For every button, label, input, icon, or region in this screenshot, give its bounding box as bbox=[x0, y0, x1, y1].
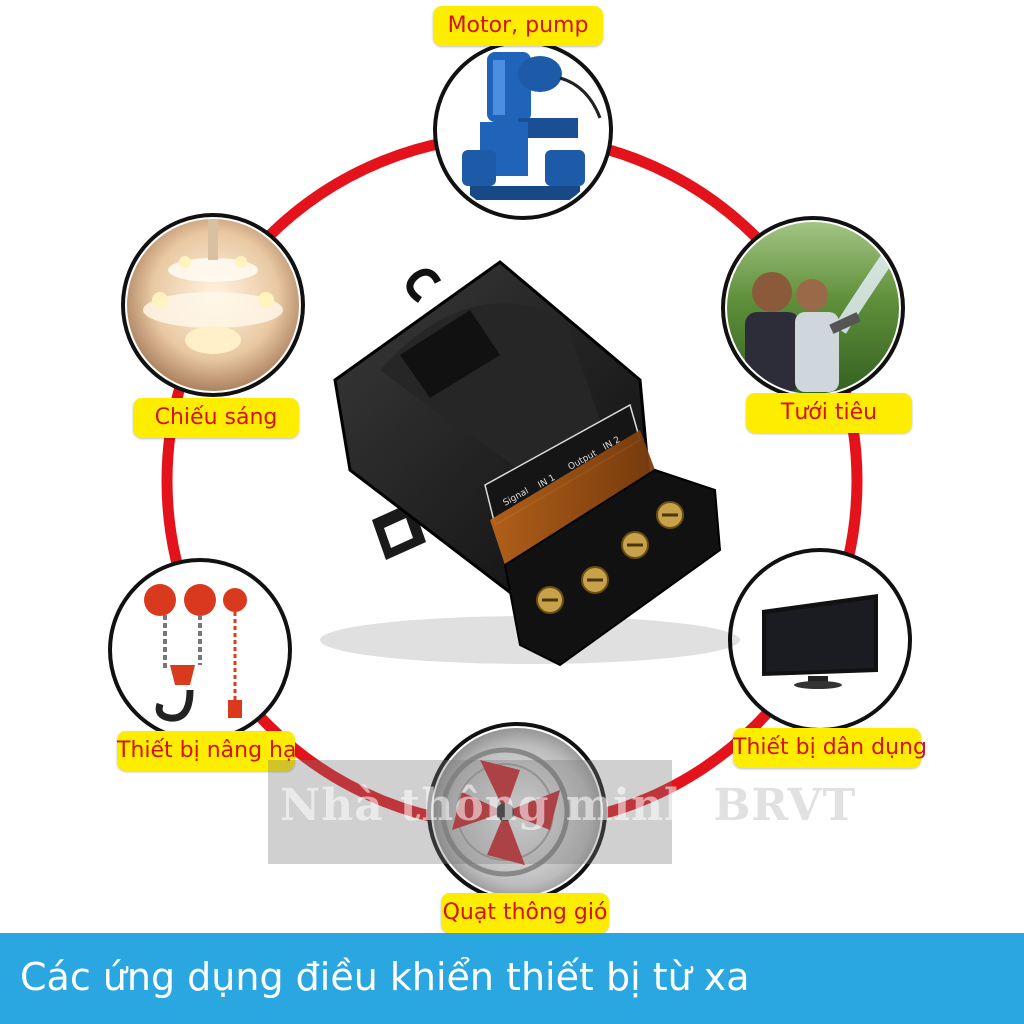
label-irrigation: Tưới tiêu bbox=[746, 393, 912, 433]
motor-pump-image bbox=[433, 40, 613, 220]
banner-title: Các ứng dụng điều khiển thiết bị từ xa bbox=[20, 955, 750, 999]
watermark-box bbox=[268, 760, 672, 864]
irrigation-image bbox=[721, 216, 905, 400]
watermark-main: Nhà thông minh bbox=[280, 780, 698, 831]
watermark-tail: BRVT bbox=[713, 780, 857, 831]
label-hoist: Thiết bị nâng hạ bbox=[117, 731, 296, 771]
watermark-text: Nhà thông minh BRVT bbox=[280, 780, 856, 831]
tv-image bbox=[728, 548, 912, 732]
ventilation-fan-image bbox=[427, 722, 607, 902]
relay-receiver-image: Signal IN 1 Output IN 2 bbox=[320, 260, 740, 667]
label-motor-pump: Motor, pump bbox=[433, 6, 603, 46]
title-banner: Các ứng dụng điều khiển thiết bị từ xa bbox=[0, 933, 1024, 1024]
chandelier-image bbox=[121, 213, 305, 397]
label-lighting: Chiếu sáng bbox=[133, 398, 299, 438]
hoist-image bbox=[108, 558, 292, 742]
label-ventilation-fan: Quạt thông gió bbox=[441, 893, 609, 933]
label-appliances: Thiết bị dân dụng bbox=[733, 728, 927, 768]
